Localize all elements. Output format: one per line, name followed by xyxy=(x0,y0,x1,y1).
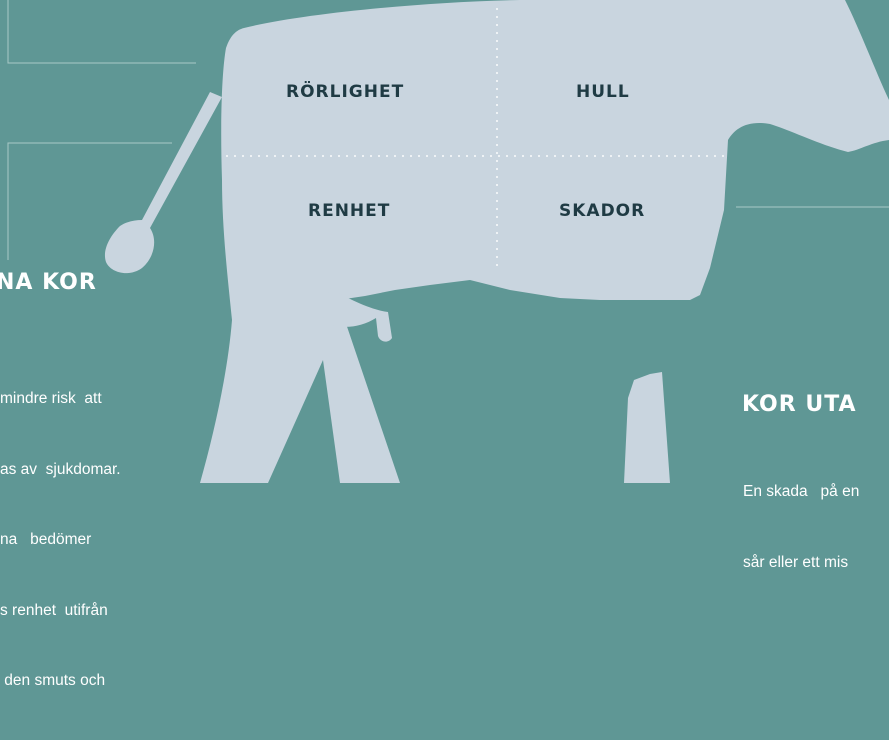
right-paragraph-line: sår eller ett mis xyxy=(743,551,859,575)
zone-label-renhet: RENHET xyxy=(308,201,390,221)
left-paragraph-line: as av sjukdomar. xyxy=(0,458,121,482)
left-paragraph-line: den smuts och xyxy=(0,669,121,693)
left-paragraph-line: s renhet utifrån xyxy=(0,599,121,623)
zone-label-rorlighet: RÖRLIGHET xyxy=(286,82,404,102)
left-section-heading: NA KOR xyxy=(0,270,97,295)
left-paragraph-line: mindre risk att xyxy=(0,387,121,411)
right-section-heading: KOR UTA xyxy=(742,392,857,417)
right-paragraph-line: En skada på en xyxy=(743,480,859,504)
infographic-stage: RÖRLIGHET HULL RENHET SKADOR NA KOR mind… xyxy=(0,0,889,483)
left-section-paragraph: mindre risk att as av sjukdomar. na bedö… xyxy=(0,340,121,740)
guide-line-top-left xyxy=(8,0,196,63)
zone-label-skador: SKADOR xyxy=(559,201,645,221)
cow-tail xyxy=(105,92,222,273)
left-paragraph-line: na bedömer xyxy=(0,528,121,552)
zone-label-hull: HULL xyxy=(576,82,630,102)
right-section-paragraph: En skada på en sår eller ett mis xyxy=(743,433,859,621)
